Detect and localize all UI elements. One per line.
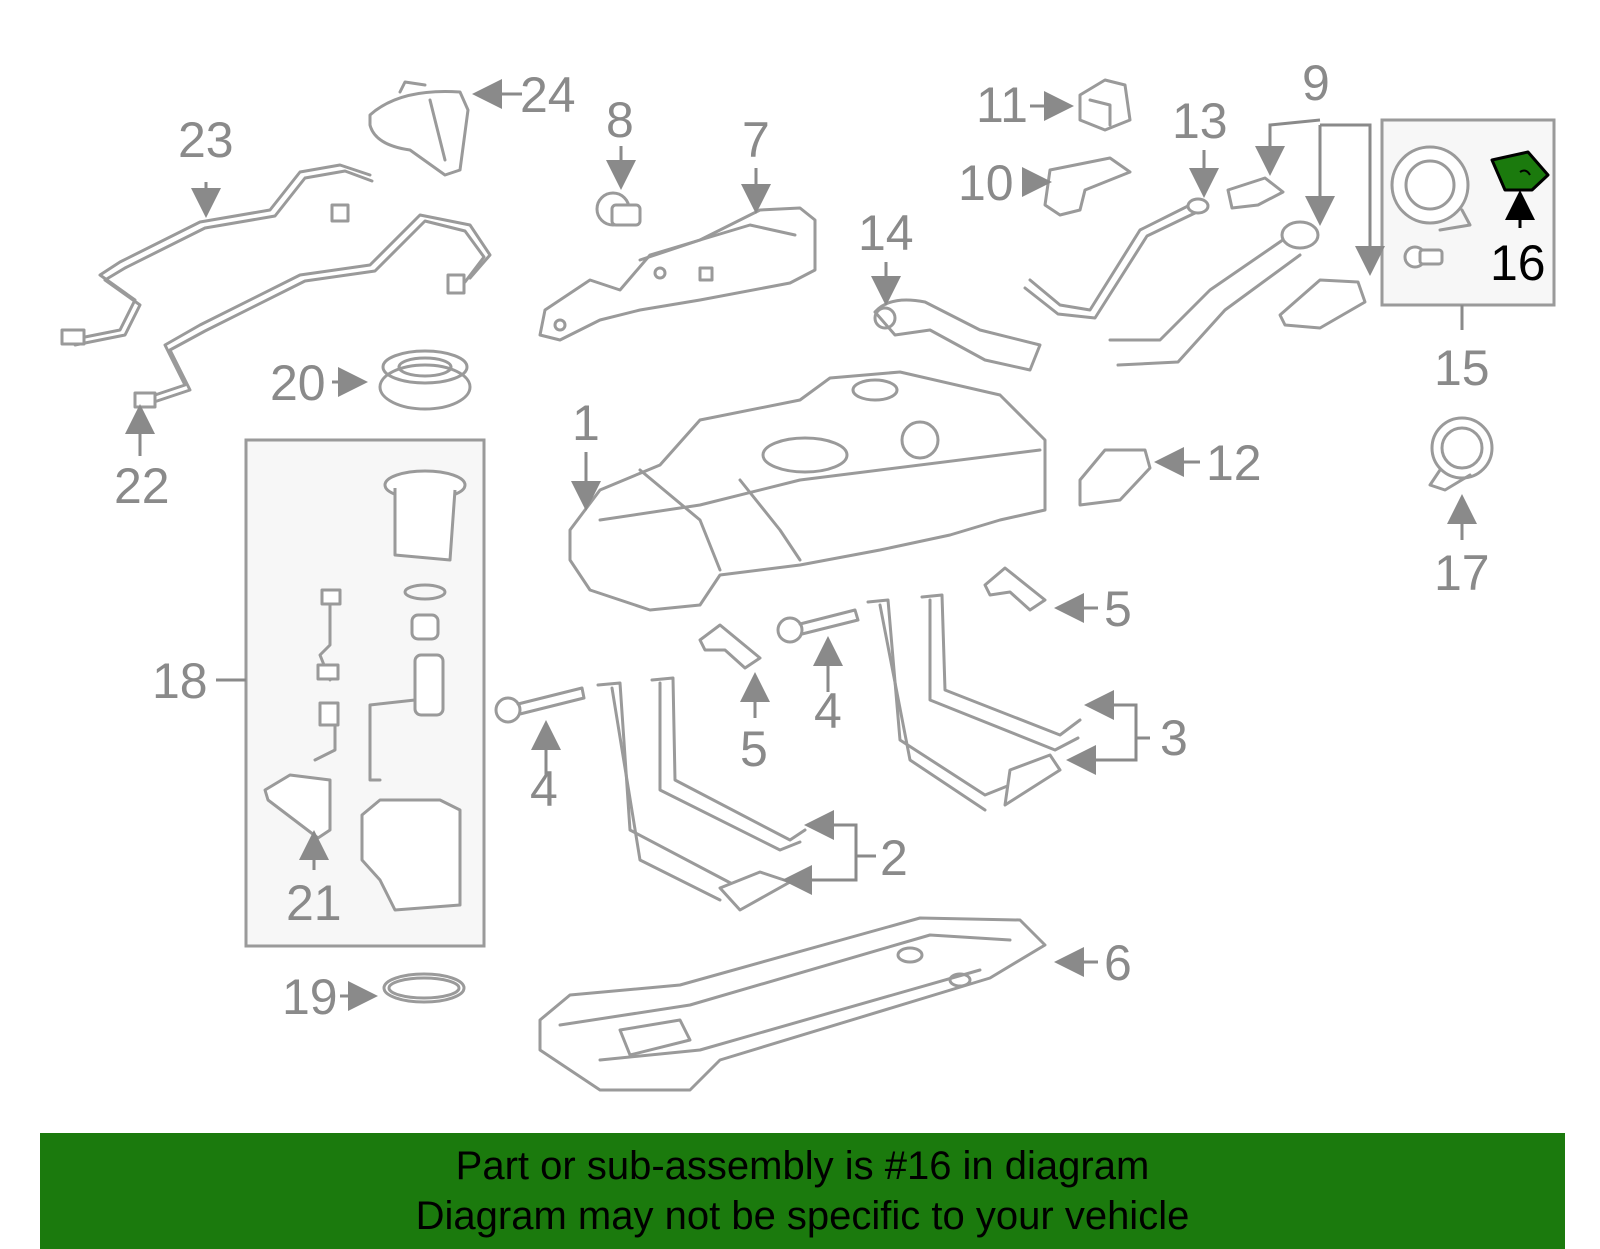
part-13-breather-pipe[interactable] <box>1023 197 1210 320</box>
label-1: 1 <box>572 395 600 451</box>
label-20: 20 <box>270 355 326 411</box>
part-4-bolt-a[interactable] <box>494 686 586 724</box>
label-2: 2 <box>880 830 908 886</box>
part-7-heat-shield[interactable] <box>538 206 817 342</box>
info-banner: Part or sub-assembly is #16 in diagram D… <box>40 1133 1565 1249</box>
label-5b: 5 <box>740 721 768 777</box>
label-13: 13 <box>1172 93 1228 149</box>
label-11: 11 <box>976 77 1028 133</box>
part-24-pump-cover[interactable] <box>368 80 470 177</box>
label-4b: 4 <box>814 683 842 739</box>
part-5-bracket-b[interactable] <box>983 566 1047 612</box>
part-9-filler-pipe[interactable] <box>1108 176 1367 367</box>
label-9: 9 <box>1302 55 1330 111</box>
part-12-bracket[interactable] <box>1078 448 1152 507</box>
part-6-skid-plate[interactable] <box>538 916 1047 1092</box>
banner-line-part: Part or sub-assembly is #16 in diagram <box>455 1144 1150 1188</box>
part-5-bracket-a[interactable] <box>698 623 762 670</box>
banner-line-disclaimer: Diagram may not be specific to your vehi… <box>415 1194 1190 1238</box>
label-8: 8 <box>606 92 634 148</box>
part-20-lock-ring[interactable] <box>378 349 472 411</box>
part-15-fuel-door-assembly[interactable] <box>1390 145 1472 269</box>
part-2-tank-strap[interactable] <box>596 676 807 912</box>
label-3: 3 <box>1160 710 1188 766</box>
label-23: 23 <box>178 112 234 168</box>
label-17: 17 <box>1434 545 1490 601</box>
label-16: 16 <box>1490 235 1546 291</box>
label-19: 19 <box>282 969 338 1025</box>
label-12: 12 <box>1206 435 1262 491</box>
part-17-fuel-cap[interactable] <box>1428 416 1494 492</box>
part-16-fuel-door-lock[interactable] <box>1490 150 1550 192</box>
part-3-tank-strap[interactable] <box>866 593 1082 812</box>
label-7: 7 <box>742 112 770 168</box>
part-8-clip[interactable] <box>595 191 642 227</box>
part-18-fuel-pump-assembly[interactable] <box>263 469 467 912</box>
label-4a: 4 <box>530 761 558 817</box>
label-22: 22 <box>114 458 170 514</box>
part-1-fuel-tank[interactable] <box>568 370 1047 612</box>
part-19-gasket[interactable] <box>382 972 466 1004</box>
part-11-bracket[interactable] <box>1078 78 1132 132</box>
part-23-wire-harness[interactable] <box>60 163 374 347</box>
label-6: 6 <box>1104 935 1132 991</box>
part-10-bracket[interactable] <box>1043 156 1132 217</box>
part-14-filler-hose[interactable] <box>873 298 1042 372</box>
label-5a: 5 <box>1104 581 1132 637</box>
label-10: 10 <box>958 155 1014 211</box>
label-24: 24 <box>520 67 576 123</box>
label-18: 18 <box>152 653 208 709</box>
label-14: 14 <box>858 205 914 261</box>
label-15: 15 <box>1434 340 1490 396</box>
label-21: 21 <box>286 875 342 931</box>
part-4-bolt-b[interactable] <box>776 608 860 644</box>
